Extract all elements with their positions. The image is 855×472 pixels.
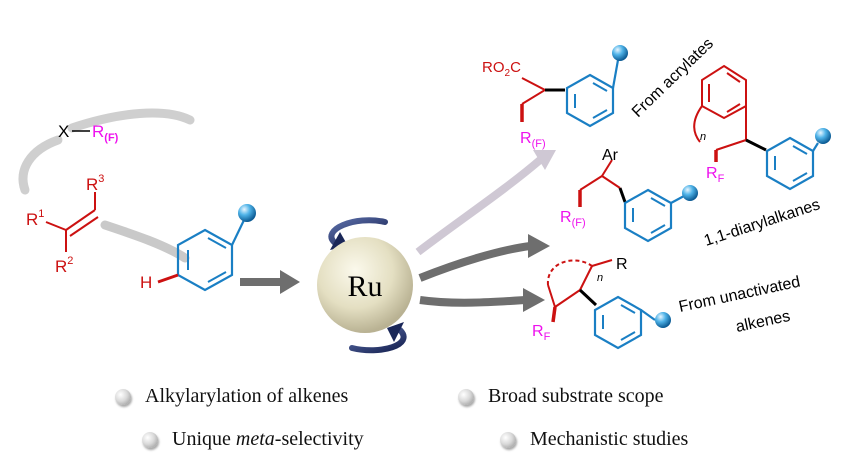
h-label: H (140, 273, 152, 292)
highlight-text: Unique meta-selectivity (172, 428, 364, 450)
product-indane (693, 64, 831, 191)
arrowhead-diarylalkanes (528, 234, 550, 258)
unactivated-rf-label: RF (532, 323, 551, 343)
bullet-icon (500, 431, 516, 448)
highlight-scope: Broad substrate scope (458, 385, 664, 408)
ru-label: Ru (347, 270, 382, 303)
ru-catalyst (317, 217, 413, 354)
bullet-icon (458, 388, 474, 405)
ar-label: Ar (602, 147, 619, 164)
arrow-unactivated (419, 296, 526, 307)
product-acrylate (520, 45, 628, 128)
product-unactivated (546, 259, 671, 350)
bullet-icon (142, 431, 158, 448)
arrowhead-unactivated (523, 288, 545, 312)
r2-label: R2 (55, 255, 73, 276)
highlight-mechanistic: Mechanistic studies (500, 428, 688, 451)
arene-substrate (157, 204, 256, 292)
caption-diarylalkanes: 1,1-diarylalkanes (702, 196, 822, 250)
unactivated-n-label: n (597, 272, 603, 284)
product-diarylalkane (578, 159, 698, 243)
substituent-ball (238, 204, 256, 222)
indane-n-label: n (700, 131, 706, 143)
x-label: X (58, 122, 69, 141)
indane-rf-label: RF (706, 165, 725, 185)
reactant-curve-left (18, 135, 63, 195)
arrow-diarylalkanes (418, 242, 531, 282)
unactivated-r-label: R (616, 256, 628, 273)
diaryl-rf-label: R(F) (560, 209, 586, 229)
highlight-meta-selectivity: Unique meta-selectivity (142, 428, 364, 451)
r3-label: R3 (86, 173, 104, 194)
arrow-acrylates (415, 156, 543, 256)
highlight-text: Broad substrate scope (488, 385, 664, 407)
reactant-curve-top (67, 108, 195, 133)
reactant-curve-bottom (100, 220, 190, 263)
r1-label: R1 (26, 208, 44, 229)
alkene (45, 192, 99, 252)
rf-label: R(F) (92, 122, 119, 144)
arrowhead-acrylates (533, 150, 556, 170)
acrylate-ester-label: RO2C (482, 59, 521, 79)
acrylate-rf-label: R(F) (520, 130, 546, 150)
arrowhead-to-catalyst (280, 270, 300, 294)
highlight-text: Alkylarylation of alkenes (145, 385, 349, 407)
highlight-text: Mechanistic studies (530, 428, 689, 450)
caption-unactivated-line2: alkenes (734, 308, 791, 336)
highlight-alkylarylation: Alkylarylation of alkenes (115, 385, 348, 408)
bullet-icon (115, 388, 131, 405)
